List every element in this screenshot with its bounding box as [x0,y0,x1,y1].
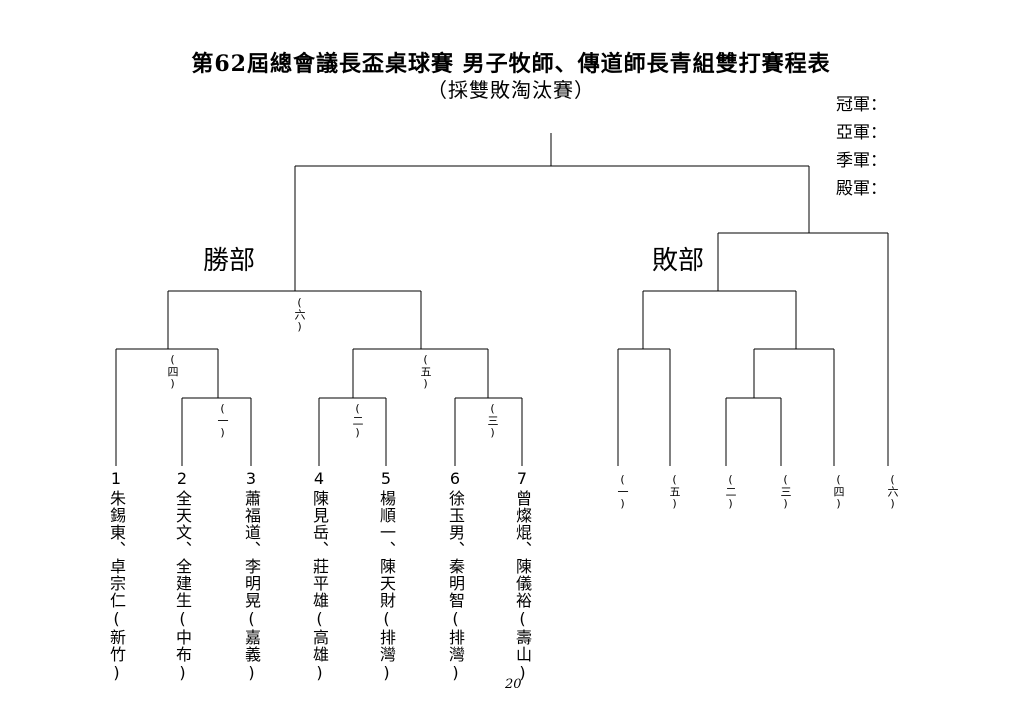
player-number: 5 [380,469,392,488]
player-name: 陳見岳、莊平雄(高雄) [310,490,329,683]
loser-entry-4: (四) [832,473,845,510]
player-name: 蕭福道、李明晃(嘉義) [242,490,261,683]
loser-entry-6: (六) [886,473,899,510]
player-entry-4: 4 陳見岳、莊平雄(高雄) [308,470,330,687]
match-label-6: (六) [293,296,306,333]
player-name: 曾燦焜、陳儀裕(壽山) [513,490,532,683]
page-subtitle: （採雙敗淘汰賽） [427,78,595,102]
player-number: 7 [516,469,528,488]
player-entry-2: 2 全天文、全建生(中布) [171,470,193,687]
match-label-1: (一) [216,402,229,439]
player-name: 朱錫東、卓宗仁(新竹) [107,490,126,683]
player-number: 4 [313,469,325,488]
award-third: 季軍： [836,151,887,171]
player-number: 1 [110,469,122,488]
losers-bracket-label: 敗部 [652,246,705,276]
loser-entry-5: (五) [668,473,681,510]
player-entry-5: 5 楊順一、陳天財(排灣) [375,470,397,687]
player-entry-1: 1 朱錫東、卓宗仁(新竹) [105,470,127,687]
loser-entry-1: (一) [616,473,629,510]
award-champion: 冠軍： [836,95,887,115]
player-entry-6: 6 徐玉男、秦明智(排灣) [444,470,466,687]
player-name: 全天文、全建生(中布) [173,490,192,683]
page-title: 第62屆總會議長盃桌球賽 男子牧師、傳道師長青組雙打賽程表 [191,51,831,77]
player-number: 2 [176,469,188,488]
award-runner-up: 亞軍： [836,123,887,143]
loser-entry-3: (三) [779,473,792,510]
player-number: 6 [449,469,461,488]
match-label-2: (二) [351,402,364,439]
player-number: 3 [245,469,257,488]
player-entry-3: 3 蕭福道、李明晃(嘉義) [240,470,262,687]
player-entry-7: 7 曾燦焜、陳儀裕(壽山) [511,470,533,687]
award-fourth: 殿軍： [836,179,887,199]
match-label-5: (五) [419,353,432,390]
winners-bracket-label: 勝部 [203,246,256,276]
page-number: 20 [505,677,522,692]
match-label-3: (三) [486,402,499,439]
player-name: 徐玉男、秦明智(排灣) [446,490,465,683]
match-label-4: (四) [166,353,179,390]
loser-entry-2: (二) [724,473,737,510]
player-name: 楊順一、陳天財(排灣) [377,490,396,683]
